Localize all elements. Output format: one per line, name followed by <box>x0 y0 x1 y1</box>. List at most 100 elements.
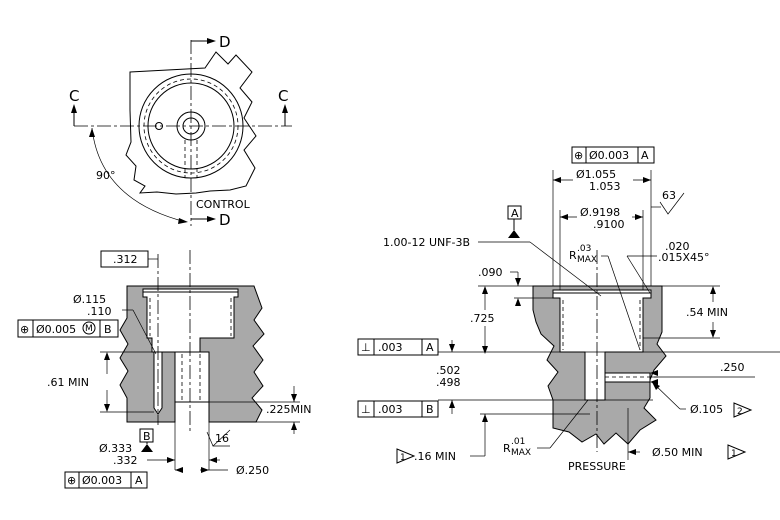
arrowhead <box>560 214 568 220</box>
arrowhead <box>710 330 716 338</box>
arrowhead <box>652 382 660 390</box>
chamfer-020: .020 <box>665 240 690 253</box>
fcf-datum: A <box>426 341 434 354</box>
leader <box>549 399 589 449</box>
fcf-datum: B <box>426 403 434 416</box>
dia-1055: Ø1.055 <box>576 168 616 181</box>
r-01-letter: R <box>503 442 511 455</box>
section-arrow <box>71 104 77 113</box>
section-arrow <box>282 104 288 113</box>
r-01-sub: MAX <box>511 448 531 458</box>
mmc-circle <box>82 321 96 335</box>
datum-a: A <box>511 207 519 220</box>
datum-triangle <box>508 230 520 238</box>
arrowhead <box>201 467 209 473</box>
chamfer-015: .015X45° <box>658 251 710 264</box>
dia-333: Ø.333 <box>99 442 132 455</box>
section-d-top-label: D <box>219 33 231 51</box>
dim-16-min: .16 MIN <box>414 450 456 463</box>
r-03-value: .03 <box>577 244 591 254</box>
arrowhead <box>482 414 488 422</box>
r-03-sub: MAX <box>577 255 597 265</box>
fcf-tolerance: Ø0.005 <box>36 323 76 336</box>
dia-115: Ø.115 <box>73 293 106 306</box>
arrowhead <box>104 404 110 412</box>
arrowhead <box>553 177 561 183</box>
flag-1-left <box>396 448 416 464</box>
dim-498: .498 <box>436 376 461 389</box>
dim-090: .090 <box>478 266 503 279</box>
dim-725: .725 <box>470 312 495 325</box>
leader <box>626 255 651 294</box>
fcf-perpendicularity-a: ⊥ .003 A <box>357 338 439 356</box>
fcf-position-a-bottom: ⊕ Ø0.003 A <box>64 471 148 489</box>
arrowhead <box>650 370 658 376</box>
arrowhead <box>635 214 643 220</box>
left-section-view: .312 Ø.115 .110 ⊕ Ø0.005 M B .61 MIN <box>17 250 311 489</box>
finish-symbol <box>659 192 685 215</box>
dim-250: .250 <box>720 361 745 374</box>
fcf-symbol: ⊕ <box>67 474 76 487</box>
fcf-symbol: ⊥ <box>361 403 371 416</box>
section-d-bottom-label: D <box>219 211 231 229</box>
fcf-tolerance: Ø0.003 <box>82 474 122 487</box>
top-view: D D C C 90° CONTROL <box>69 33 292 229</box>
dia-50-min: Ø.50 MIN <box>652 446 703 459</box>
arrowhead <box>291 422 297 430</box>
dia-9100: .9100 <box>593 218 625 231</box>
arrowhead <box>515 298 521 306</box>
datum-b: B <box>143 430 151 443</box>
fcf-datum: B <box>104 323 112 336</box>
flag-2 <box>733 402 753 418</box>
arrowhead <box>482 346 488 354</box>
section-c-right-label: C <box>278 87 288 105</box>
dia-105: Ø.105 <box>690 403 723 416</box>
fcf-tolerance: .003 <box>378 341 403 354</box>
arrowhead <box>449 400 455 408</box>
fcf-datum: A <box>135 474 143 487</box>
arrowhead <box>167 457 175 463</box>
finish-16: 16 <box>215 432 229 445</box>
flag-1-left-num: 1 <box>400 453 406 463</box>
arrowhead <box>643 177 651 183</box>
arrowhead <box>515 278 521 286</box>
dim-54-min: .54 MIN <box>686 306 728 319</box>
angle-arrow <box>178 218 188 224</box>
fcf-symbol: ⊕ <box>20 323 29 336</box>
fcf-modifier: M <box>85 324 93 334</box>
arrowhead <box>628 449 636 455</box>
dim-61-min: .61 MIN <box>47 376 89 389</box>
angle-arc <box>91 127 187 223</box>
dia-9198: Ø.9198 <box>580 206 620 219</box>
thread-callout: 1.00-12 UNF-3B <box>383 236 470 249</box>
dim-225-min: .225MIN <box>266 403 311 416</box>
r-03-letter: R <box>569 249 577 262</box>
arrowhead <box>175 467 183 473</box>
top-view-outline <box>125 51 257 195</box>
angle-arrow <box>89 128 95 137</box>
dim-312: .312 <box>113 253 138 266</box>
finish-63: 63 <box>662 189 676 202</box>
dia-1053: 1.053 <box>589 180 621 193</box>
flag-1-right <box>727 444 747 460</box>
pressure-label: PRESSURE <box>568 460 626 473</box>
arrowhead <box>449 344 455 352</box>
through-hole <box>174 351 210 403</box>
pressure-port <box>604 372 651 383</box>
fcf-datum: A <box>641 149 649 162</box>
flag-1-right-num: 1 <box>731 449 737 459</box>
section-arrow <box>207 216 216 222</box>
section-c-left-label: C <box>69 87 79 105</box>
fcf-position-mb: ⊕ Ø0.005 M B <box>17 319 119 338</box>
fcf-tolerance: .003 <box>378 403 403 416</box>
datum-triangle <box>141 444 153 452</box>
arrowhead <box>104 352 110 360</box>
arrowhead <box>291 394 297 402</box>
arrowhead <box>710 286 716 294</box>
fcf-symbol: ⊕ <box>574 149 583 162</box>
fcf-position-a-top: ⊕ Ø0.003 A <box>571 146 655 164</box>
dia-332: .332 <box>113 454 138 467</box>
fcf-perpendicularity-b: ⊥ .003 B <box>357 400 439 418</box>
dia-250: Ø.250 <box>236 464 269 477</box>
